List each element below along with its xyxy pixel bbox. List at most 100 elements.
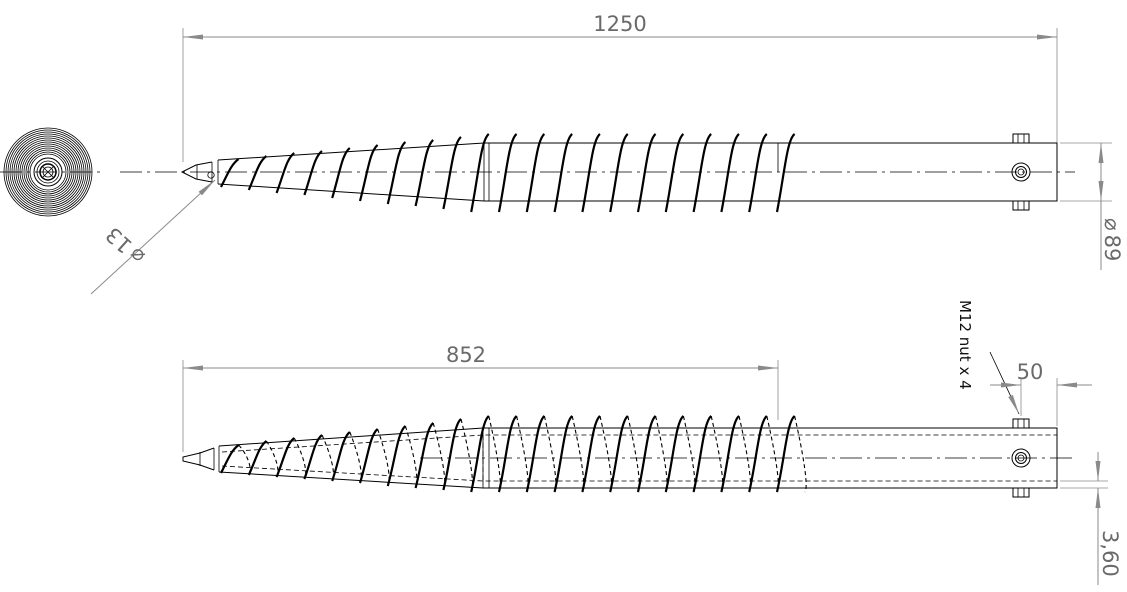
- helix-turn: [609, 415, 629, 493]
- hidden-bore-line: [221, 434, 1057, 453]
- helix-ring: [13, 137, 83, 207]
- helix-ring: [23, 147, 73, 197]
- helix-ring: [15, 139, 81, 205]
- tip-point: [182, 447, 215, 471]
- bolt-nut-front: [1011, 448, 1031, 468]
- tip-inner-circle: [42, 166, 54, 178]
- helix-turn: [414, 139, 435, 207]
- helix-turn: [692, 133, 713, 213]
- helix-turn: [442, 136, 462, 210]
- helix-ring: [11, 135, 85, 209]
- hidden-bore-line: [221, 465, 1057, 482]
- helix-turn: [470, 133, 490, 213]
- helix-turn-back: [293, 437, 307, 480]
- helix-turn: [748, 133, 768, 213]
- helix-turn: [720, 133, 740, 213]
- helix-turn: [775, 133, 796, 213]
- helix-turn-back: [265, 440, 279, 478]
- tube-inner-circle: [36, 160, 60, 184]
- helix-turn: [247, 155, 268, 191]
- helix-turn: [692, 415, 713, 493]
- tip-cross: [41, 165, 55, 179]
- helix-turn: [414, 422, 435, 489]
- helix-turn-back: [682, 415, 696, 493]
- helix-turn: [609, 133, 629, 213]
- tip-hole: [207, 171, 215, 179]
- helix-turn: [581, 415, 601, 493]
- helix-turn: [275, 152, 295, 194]
- helix-ring: [3, 127, 93, 217]
- helix-ring: [29, 153, 67, 191]
- helix-turn: [553, 415, 574, 493]
- helix-turn: [497, 415, 518, 493]
- helix-turn: [303, 150, 323, 196]
- helix-turn: [386, 141, 407, 205]
- diameter-symbol: ⌀: [1100, 218, 1124, 231]
- helix-ring: [7, 131, 89, 213]
- tip-diameter-leader: [90, 179, 216, 295]
- helix-turn-back: [238, 444, 251, 476]
- helix-turn-back: [404, 425, 418, 489]
- helix-turn-back: [377, 428, 390, 487]
- tube-diameter-value: 89: [1100, 235, 1124, 262]
- helix-ring: [9, 133, 87, 211]
- helix-turn: [331, 147, 351, 199]
- bolt-head-bottom: [1012, 487, 1030, 498]
- bolt-head-top: [1012, 133, 1030, 144]
- helix-turn-back: [488, 415, 501, 493]
- helix-ring: [5, 129, 91, 215]
- helix-turn-back: [321, 434, 335, 482]
- helix-turn: [442, 418, 462, 491]
- wall-thickness-label: 3,60: [1098, 530, 1122, 577]
- helix-turn: [664, 415, 685, 493]
- top-view: 1250: [90, 12, 1124, 295]
- tip-circle: [39, 163, 57, 181]
- helix-turn-back: [710, 415, 724, 493]
- helix-turn-back: [543, 415, 557, 493]
- helix-turn: [748, 415, 768, 493]
- helix-turn: [386, 425, 407, 487]
- helix-turn: [470, 415, 490, 493]
- helix-length-label: 852: [446, 343, 486, 367]
- helix-turn-back: [599, 415, 613, 493]
- tube-circle: [33, 157, 63, 187]
- helix-turn: [581, 133, 601, 213]
- bolt-offset-label: 50: [1017, 360, 1044, 384]
- helix-turn: [664, 133, 685, 213]
- helix-turn: [358, 428, 379, 484]
- helix-turn: [636, 415, 657, 493]
- bolt-head-bottom: [1012, 200, 1030, 211]
- nut-annotation: M12 nut x 4: [956, 300, 974, 390]
- helix-turn: [220, 158, 240, 188]
- tip-diameter-label: ⌀13: [101, 222, 149, 269]
- helix-turn: [275, 437, 295, 478]
- helix-ring: [27, 151, 69, 193]
- helix-turn: [775, 415, 796, 493]
- helix-turn: [636, 133, 657, 213]
- helix-turn-back: [571, 415, 585, 493]
- bolt-head-top: [1012, 418, 1030, 429]
- tube-body: [217, 142, 1058, 202]
- helix-turn: [525, 133, 546, 213]
- total-length-label: 1250: [593, 12, 646, 36]
- helix-flight: [220, 415, 807, 493]
- helix-ring: [25, 149, 71, 195]
- helix-turn: [497, 133, 518, 213]
- helix-turn: [720, 415, 740, 493]
- helix-turn: [358, 144, 379, 202]
- helix-turn: [553, 133, 574, 213]
- helix-ring: [17, 141, 79, 203]
- helix-ring: [19, 143, 77, 201]
- helix-turn-back: [349, 431, 362, 484]
- helix-turn: [525, 415, 546, 493]
- helix-flight: [220, 133, 796, 213]
- helix-turn-back: [655, 415, 668, 493]
- helix-turn: [247, 440, 268, 476]
- helix-turn-back: [794, 415, 807, 493]
- end-view: [0, 127, 100, 217]
- helix-turn: [331, 431, 351, 482]
- tube-diameter-label: ⌀ 89: [1100, 218, 1124, 261]
- helix-turn-back: [766, 415, 779, 493]
- helix-turn-back: [432, 422, 446, 491]
